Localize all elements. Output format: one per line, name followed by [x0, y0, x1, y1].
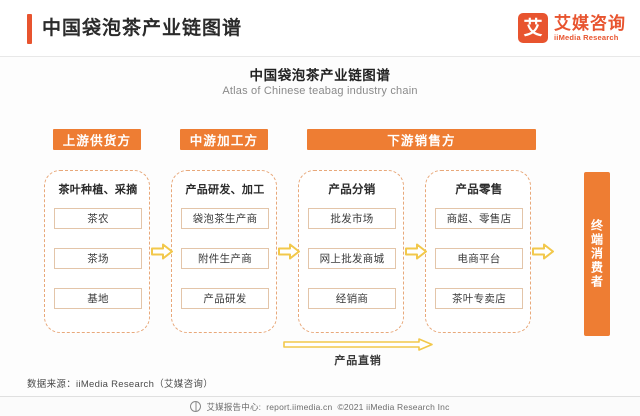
brand-name-cn: 艾媒咨询 — [554, 13, 626, 33]
list-item: 茶叶专卖店 — [435, 288, 523, 309]
flow-arrow-icon — [405, 243, 427, 260]
footer-url[interactable]: report.iimedia.cn — [266, 401, 333, 412]
stage-band-downstream: 下游销售方 — [307, 129, 536, 150]
list-item: 批发市场 — [308, 208, 396, 229]
list-item: 茶场 — [54, 248, 142, 269]
terminal-consumer-bar: 终端消费者 — [584, 172, 610, 336]
list-item: 商超、零售店 — [435, 208, 523, 229]
source-note: 数据来源：iiMedia Research（艾媒咨询） — [27, 379, 213, 390]
flow-arrow-icon — [532, 243, 554, 260]
brand-logo: 艾 艾媒咨询 iiMedia Research — [518, 13, 626, 43]
flow-arrow-icon — [151, 243, 173, 260]
footer-copyright: ©2021 iiMedia Research Inc — [337, 401, 450, 412]
list-item: 电商平台 — [435, 248, 523, 269]
direct-sales-arrow-icon — [283, 338, 433, 351]
brand-name-en: iiMedia Research — [554, 32, 619, 42]
column-title: 产品研发、加工 — [185, 184, 265, 196]
stage-band-midstream: 中游加工方 — [180, 129, 268, 150]
list-item: 产品研发 — [181, 288, 269, 309]
stage-column-planting: 茶叶种植、采摘 茶农 茶场 基地 — [44, 170, 150, 333]
stage-column-distribution: 产品分销 批发市场 网上批发商城 经销商 — [298, 170, 404, 333]
title-accent-bar — [27, 14, 32, 44]
chart-subtitle: Atlas of Chinese teabag industry chain — [222, 85, 418, 97]
page-header: 中国袋泡茶产业链图谱 艾 艾媒咨询 iiMedia Research — [0, 0, 640, 57]
chart-title: 中国袋泡茶产业链图谱 — [249, 68, 391, 83]
column-title: 产品零售 — [455, 184, 503, 196]
stage-column-retail: 产品零售 商超、零售店 电商平台 茶叶专卖店 — [425, 170, 531, 333]
page-footer: 艾媒报告中心: report.iimedia.cn ©2021 iiMedia … — [0, 396, 640, 416]
list-item: 附件生产商 — [181, 248, 269, 269]
page-title: 中国袋泡茶产业链图谱 — [42, 18, 243, 39]
brand-text: 艾媒咨询 iiMedia Research — [554, 14, 626, 43]
list-item: 袋泡茶生产商 — [181, 208, 269, 229]
list-item: 基地 — [54, 288, 142, 309]
flow-arrow-icon — [278, 243, 300, 260]
list-item: 茶农 — [54, 208, 142, 229]
column-title: 茶叶种植、采摘 — [58, 184, 138, 196]
list-item: 网上批发商城 — [308, 248, 396, 269]
globe-icon — [190, 401, 202, 412]
footer-report-center: 艾媒报告中心: — [206, 401, 262, 412]
column-title: 产品分销 — [328, 184, 376, 196]
stage-column-processing: 产品研发、加工 袋泡茶生产商 附件生产商 产品研发 — [171, 170, 277, 333]
direct-sales-label: 产品直销 — [334, 355, 382, 367]
list-item: 经销商 — [308, 288, 396, 309]
stage-band-upstream: 上游供货方 — [53, 129, 141, 150]
brand-mark-icon: 艾 — [518, 13, 548, 43]
